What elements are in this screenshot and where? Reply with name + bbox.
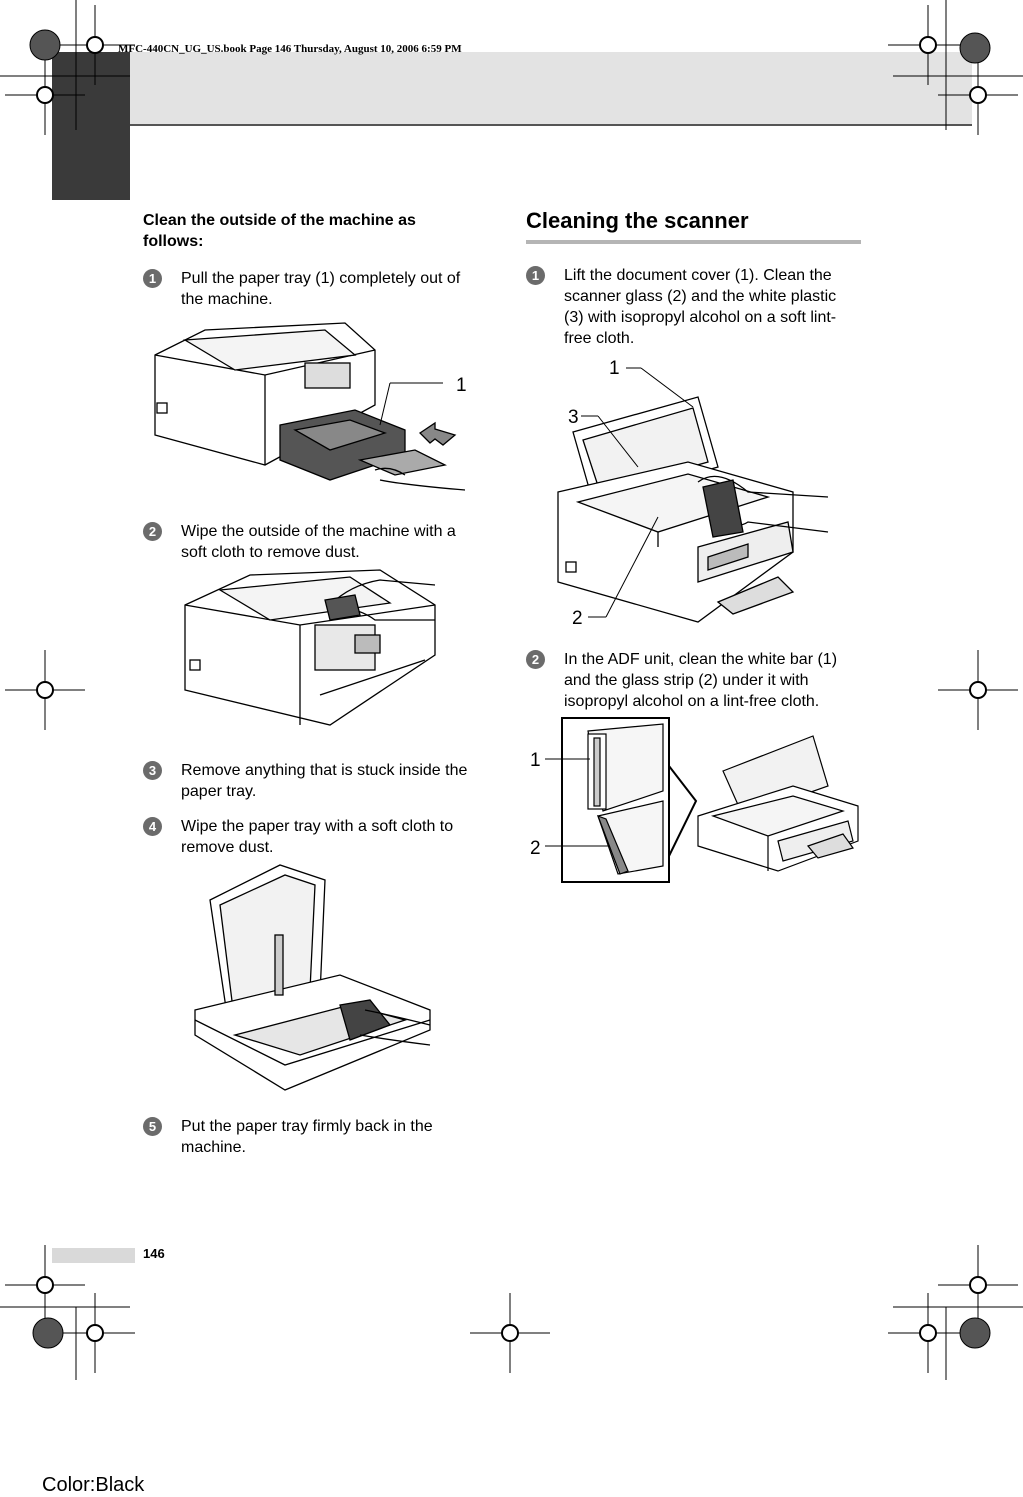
left-step-5: 5 Put the paper tray firmly back in the … [143, 1116, 488, 1158]
callout-1: 1 [530, 750, 541, 771]
left-step-4: 4 Wipe the paper tray with a soft cloth … [143, 816, 488, 858]
intro-heading: Clean the outside of the machine as foll… [143, 212, 416, 250]
figure-clean-adf-unit: 1 2 [530, 717, 859, 883]
book-info-line: MFC-440CN_UG_US.book Page 146 Thursday, … [118, 43, 462, 55]
left-step-1: 1 Pull the paper tray (1) completely out… [143, 268, 488, 310]
figure-wipe-outside [184, 569, 436, 726]
left-step-3: 3 Remove anything that is stuck inside t… [143, 760, 488, 802]
left-step-2: 2 Wipe the outside of the machine with a… [143, 521, 488, 563]
right-step-2: 2 In the ADF unit, clean the white bar (… [526, 649, 866, 712]
step-number: 1 [526, 266, 545, 285]
figure-clean-scanner-glass: 1 3 2 [557, 358, 829, 629]
step-text: Remove anything that is stuck inside the… [181, 762, 468, 800]
step-number: 4 [143, 817, 162, 836]
right-step-1: 1 Lift the document cover (1). Clean the… [526, 265, 866, 349]
figure-pull-paper-tray: 1 [154, 322, 467, 491]
step-text: Wipe the paper tray with a soft cloth to… [181, 818, 454, 856]
callout-2: 2 [572, 608, 583, 629]
step-text: In the ADF unit, clean the white bar (1)… [564, 651, 838, 710]
callout-1: 1 [609, 358, 620, 379]
callout-2: 2 [530, 838, 541, 859]
header-band [52, 52, 972, 126]
page-number: 146 [143, 1246, 165, 1261]
section-rule [526, 240, 861, 244]
step-text: Put the paper tray firmly back in the ma… [181, 1118, 433, 1156]
callout-1: 1 [456, 375, 467, 396]
figure-wipe-paper-tray [194, 864, 431, 1091]
step-number: 2 [526, 650, 545, 669]
step-number: 2 [143, 522, 162, 541]
page-number-bar [52, 1248, 135, 1263]
section-title: Cleaning the scanner [526, 208, 749, 233]
step-number: 1 [143, 269, 162, 288]
callout-3: 3 [568, 407, 579, 428]
step-number: 3 [143, 761, 162, 780]
step-number: 5 [143, 1117, 162, 1136]
step-text: Lift the document cover (1). Clean the s… [564, 267, 837, 347]
color-label: Color:Black [42, 1474, 145, 1496]
step-text: Wipe the outside of the machine with a s… [181, 523, 456, 561]
chapter-tab [52, 52, 130, 200]
step-text: Pull the paper tray (1) completely out o… [181, 270, 461, 308]
